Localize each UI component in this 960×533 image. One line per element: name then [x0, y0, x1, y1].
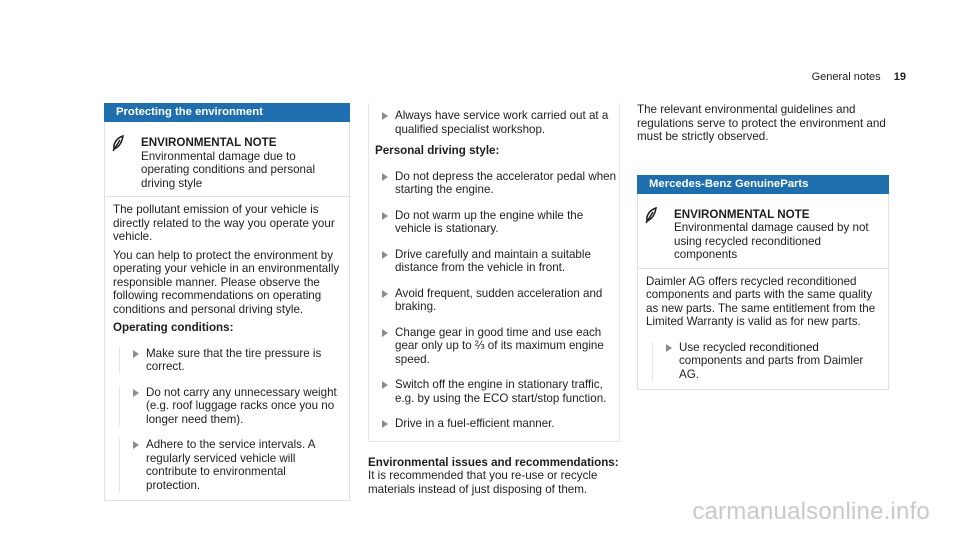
- environment-leaf-icon: [645, 206, 657, 223]
- list-item: Always have service work carried out at …: [369, 109, 619, 136]
- arrow-bullet-icon: [133, 441, 139, 449]
- note-title: ENVIRONMENTAL NOTE: [141, 136, 277, 149]
- list-item-text: Do not carry any unnecessary weight (e.g…: [146, 385, 337, 426]
- note-body: Daimler AG offers recycled reconditioned…: [638, 267, 888, 390]
- list-item-text: Drive carefully and maintain a suitable …: [395, 247, 591, 275]
- paragraph: It is recommended that you re-use or rec…: [368, 469, 598, 496]
- arrow-bullet-icon: [382, 250, 388, 259]
- arrow-bullet-icon: [133, 349, 139, 358]
- list-item: Use recycled reconditioned components an…: [652, 340, 880, 381]
- note-text: Environmental damage caused by not using…: [674, 221, 869, 261]
- list-item-text: Do not depress the accelerator pedal whe…: [395, 169, 617, 197]
- section-title-genuine-parts: Mercedes-Benz GenuineParts: [637, 174, 889, 194]
- heading-environmental-issues: Environmental issues and recommendations…: [368, 455, 619, 469]
- list-item: Drive carefully and maintain a suitable …: [369, 248, 619, 275]
- list-item: Switch off the engine in stationary traf…: [369, 378, 619, 405]
- list-item-text: Do not warm up the engine while the vehi…: [395, 208, 584, 236]
- page-number: 19: [893, 71, 906, 83]
- list-item: Drive in a fuel-efficient manner.: [369, 417, 619, 431]
- arrow-bullet-icon: [382, 420, 388, 428]
- list-item-text: Avoid frequent, sudden acceleration and …: [395, 286, 603, 314]
- subheading-personal-driving-style: Personal driving style:: [375, 144, 500, 157]
- arrow-bullet-icon: [382, 112, 388, 120]
- list-item-text: Drive in a fuel-efficient manner.: [395, 417, 555, 430]
- watermark: carmanualsonline.info: [692, 497, 930, 525]
- note-title: ENVIRONMENTAL NOTE: [674, 207, 810, 221]
- arrow-bullet-icon: [382, 172, 388, 181]
- list-item: Adhere to the service intervals. A regul…: [119, 438, 341, 492]
- note-text: Environmental damage due to operating co…: [141, 149, 316, 190]
- list-item: Do not warm up the engine while the vehi…: [369, 209, 619, 236]
- arrow-bullet-icon: [382, 211, 388, 220]
- arrow-bullet-icon: [382, 328, 388, 337]
- column-2: Always have service work carried out at …: [368, 103, 620, 501]
- list-item: Do not carry any unnecessary weight (e.g…: [119, 385, 341, 426]
- environmental-note: ENVIRONMENTAL NOTE Environmental damage …: [105, 122, 349, 196]
- environmental-note-box: ENVIRONMENTAL NOTE Environmental damage …: [104, 122, 350, 501]
- list-item: Make sure that the tire pressure is corr…: [119, 346, 341, 374]
- arrow-bullet-icon: [133, 388, 139, 397]
- paragraph: You can help to protect the environment …: [113, 248, 340, 316]
- header-section: General notes: [811, 71, 881, 83]
- environmental-note: ENVIRONMENTAL NOTE Environmental damage …: [638, 194, 888, 268]
- environment-leaf-icon: [112, 134, 124, 152]
- list-item: Do not depress the accelerator pedal whe…: [369, 170, 619, 197]
- list-item-text: Change gear in good time and use each ge…: [395, 325, 604, 366]
- section-title-protecting: Protecting the environment: [104, 103, 350, 122]
- paragraph: Daimler AG offers recycled reconditioned…: [646, 274, 876, 329]
- list-item-text: Use recycled reconditioned components an…: [679, 340, 864, 381]
- column-1: Protecting the environment ENVIRONMENTAL…: [104, 103, 350, 501]
- column-3: The relevant environmental guidelines an…: [637, 103, 889, 390]
- list-item-text: Make sure that the tire pressure is corr…: [146, 346, 322, 374]
- genuine-parts-note-box: ENVIRONMENTAL NOTE Environmental damage …: [637, 193, 889, 390]
- arrow-bullet-icon: [666, 343, 672, 352]
- list-item-text: Always have service work carried out at …: [395, 109, 609, 136]
- subheading-operating-conditions: Operating conditions:: [113, 321, 234, 334]
- list-item-text: Adhere to the service intervals. A regul…: [146, 438, 315, 492]
- list-item-text: Switch off the engine in stationary traf…: [395, 378, 607, 405]
- paragraph: The relevant environmental guidelines an…: [637, 103, 886, 143]
- note-body: The pollutant emission of your vehicle i…: [105, 196, 349, 500]
- arrow-bullet-icon: [382, 289, 388, 298]
- paragraph: The pollutant emission of your vehicle i…: [113, 203, 335, 243]
- list-item: Avoid frequent, sudden acceleration and …: [369, 287, 619, 314]
- arrow-bullet-icon: [382, 381, 388, 389]
- page-header: General notes 19: [812, 71, 906, 85]
- driving-style-box: Always have service work carried out at …: [368, 103, 620, 442]
- list-item: Change gear in good time and use each ge…: [369, 326, 619, 367]
